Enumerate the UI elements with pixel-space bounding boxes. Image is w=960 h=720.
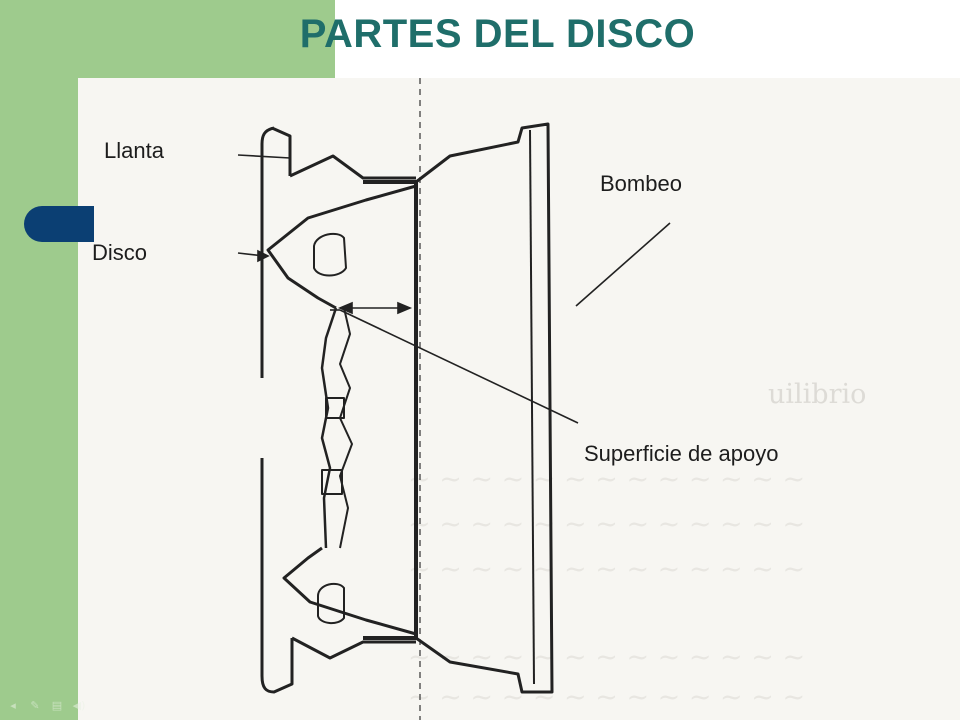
scanned-diagram: uilibrio ~ ~ ~ ~ ~ ~ ~ ~ ~ ~ ~ ~ ~ ~ ~ ~… <box>78 78 960 720</box>
pen-icon[interactable]: ✎ <box>30 698 40 712</box>
speaker-icon[interactable]: ◀) <box>72 698 86 712</box>
slide-title: PARTES DEL DISCO <box>299 12 696 56</box>
leader-lines <box>237 154 671 424</box>
svg-text:uilibrio: uilibrio <box>768 379 866 410</box>
left-green-band <box>0 0 78 720</box>
svg-text:~ ~ ~ ~ ~ ~ ~ ~ ~ ~ ~ ~ ~: ~ ~ ~ ~ ~ ~ ~ ~ ~ ~ ~ ~ ~ <box>408 464 805 495</box>
bleed-through-text: uilibrio ~ ~ ~ ~ ~ ~ ~ ~ ~ ~ ~ ~ ~ ~ ~ ~… <box>408 379 866 713</box>
svg-text:~ ~ ~ ~ ~ ~ ~ ~ ~ ~ ~ ~ ~: ~ ~ ~ ~ ~ ~ ~ ~ ~ ~ ~ ~ ~ <box>408 682 805 713</box>
label-bombeo: Bombeo <box>600 171 682 196</box>
arrow-left-icon[interactable]: ◂ <box>10 698 16 712</box>
slide-accent-tab <box>24 206 94 242</box>
label-superficie-de-apoyo: Superficie de apoyo <box>584 441 779 466</box>
svg-text:~ ~ ~ ~ ~ ~ ~ ~ ~ ~ ~ ~ ~: ~ ~ ~ ~ ~ ~ ~ ~ ~ ~ ~ ~ ~ <box>408 642 805 673</box>
label-disco: Disco <box>92 240 148 265</box>
label-llanta: Llanta <box>104 138 164 163</box>
wheel-diagram-svg: uilibrio ~ ~ ~ ~ ~ ~ ~ ~ ~ ~ ~ ~ ~ ~ ~ ~… <box>237 78 866 720</box>
slide-nav-controls: ◂ ✎ ▤ ◀) <box>6 698 86 712</box>
rim-profile <box>260 122 554 694</box>
svg-text:~ ~ ~ ~ ~ ~ ~ ~ ~ ~ ~ ~ ~: ~ ~ ~ ~ ~ ~ ~ ~ ~ ~ ~ ~ ~ <box>408 509 805 540</box>
menu-icon[interactable]: ▤ <box>51 698 63 712</box>
top-green-band <box>78 0 335 78</box>
svg-text:~ ~ ~ ~ ~ ~ ~ ~ ~ ~ ~ ~ ~: ~ ~ ~ ~ ~ ~ ~ ~ ~ ~ ~ ~ ~ <box>408 554 805 585</box>
